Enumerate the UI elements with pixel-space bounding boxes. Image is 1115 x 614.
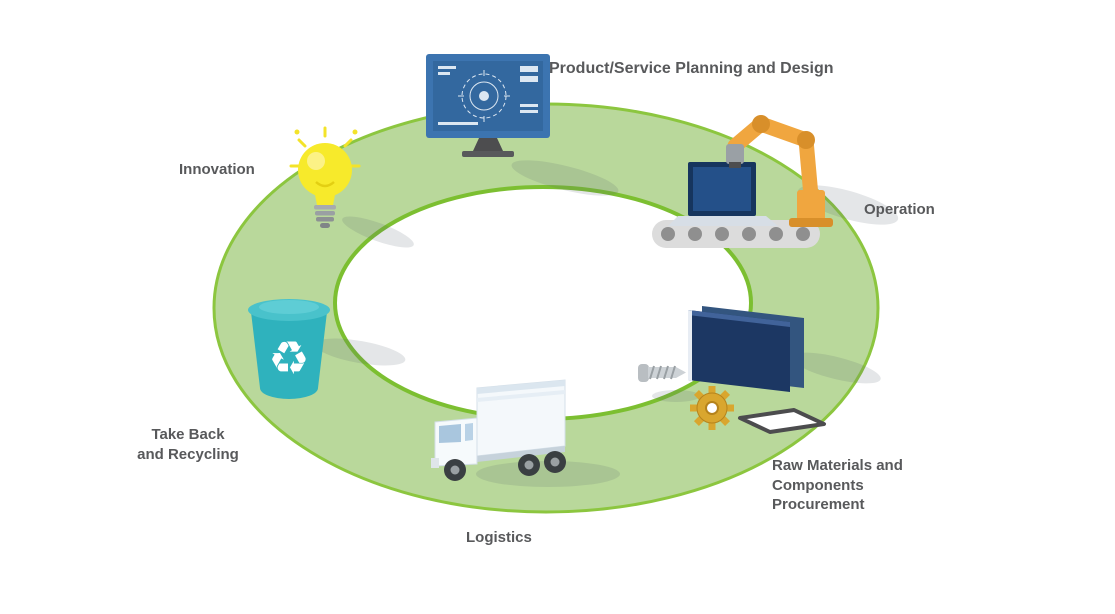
conveyor-belt bbox=[652, 220, 820, 248]
label-take-back: Take Back and Recycling bbox=[137, 426, 239, 463]
recycle-bin-icon: ♻ bbox=[248, 299, 330, 399]
truck-windshield bbox=[439, 424, 461, 443]
icon-shadows bbox=[314, 160, 899, 487]
cad-monitor-icon bbox=[426, 54, 550, 157]
gear-icon bbox=[690, 386, 734, 430]
materials-icon bbox=[638, 306, 826, 434]
laptop-base bbox=[668, 216, 778, 226]
screw-icon bbox=[638, 364, 686, 382]
recycle-symbol-icon: ♻ bbox=[268, 331, 309, 385]
lightbulb-icon bbox=[289, 126, 361, 228]
frame-part bbox=[738, 408, 826, 434]
label-innovation: Innovation bbox=[179, 161, 255, 178]
truck-icon bbox=[431, 379, 566, 481]
label-raw-materials: Raw Materials and Components Procurement bbox=[772, 457, 903, 513]
robot-arm-icon bbox=[652, 115, 833, 248]
label-logistics: Logistics bbox=[466, 529, 532, 546]
label-operation: Operation bbox=[864, 201, 935, 218]
label-product-planning: Product/Service Planning and Design bbox=[549, 60, 834, 77]
panel-front bbox=[688, 310, 790, 392]
